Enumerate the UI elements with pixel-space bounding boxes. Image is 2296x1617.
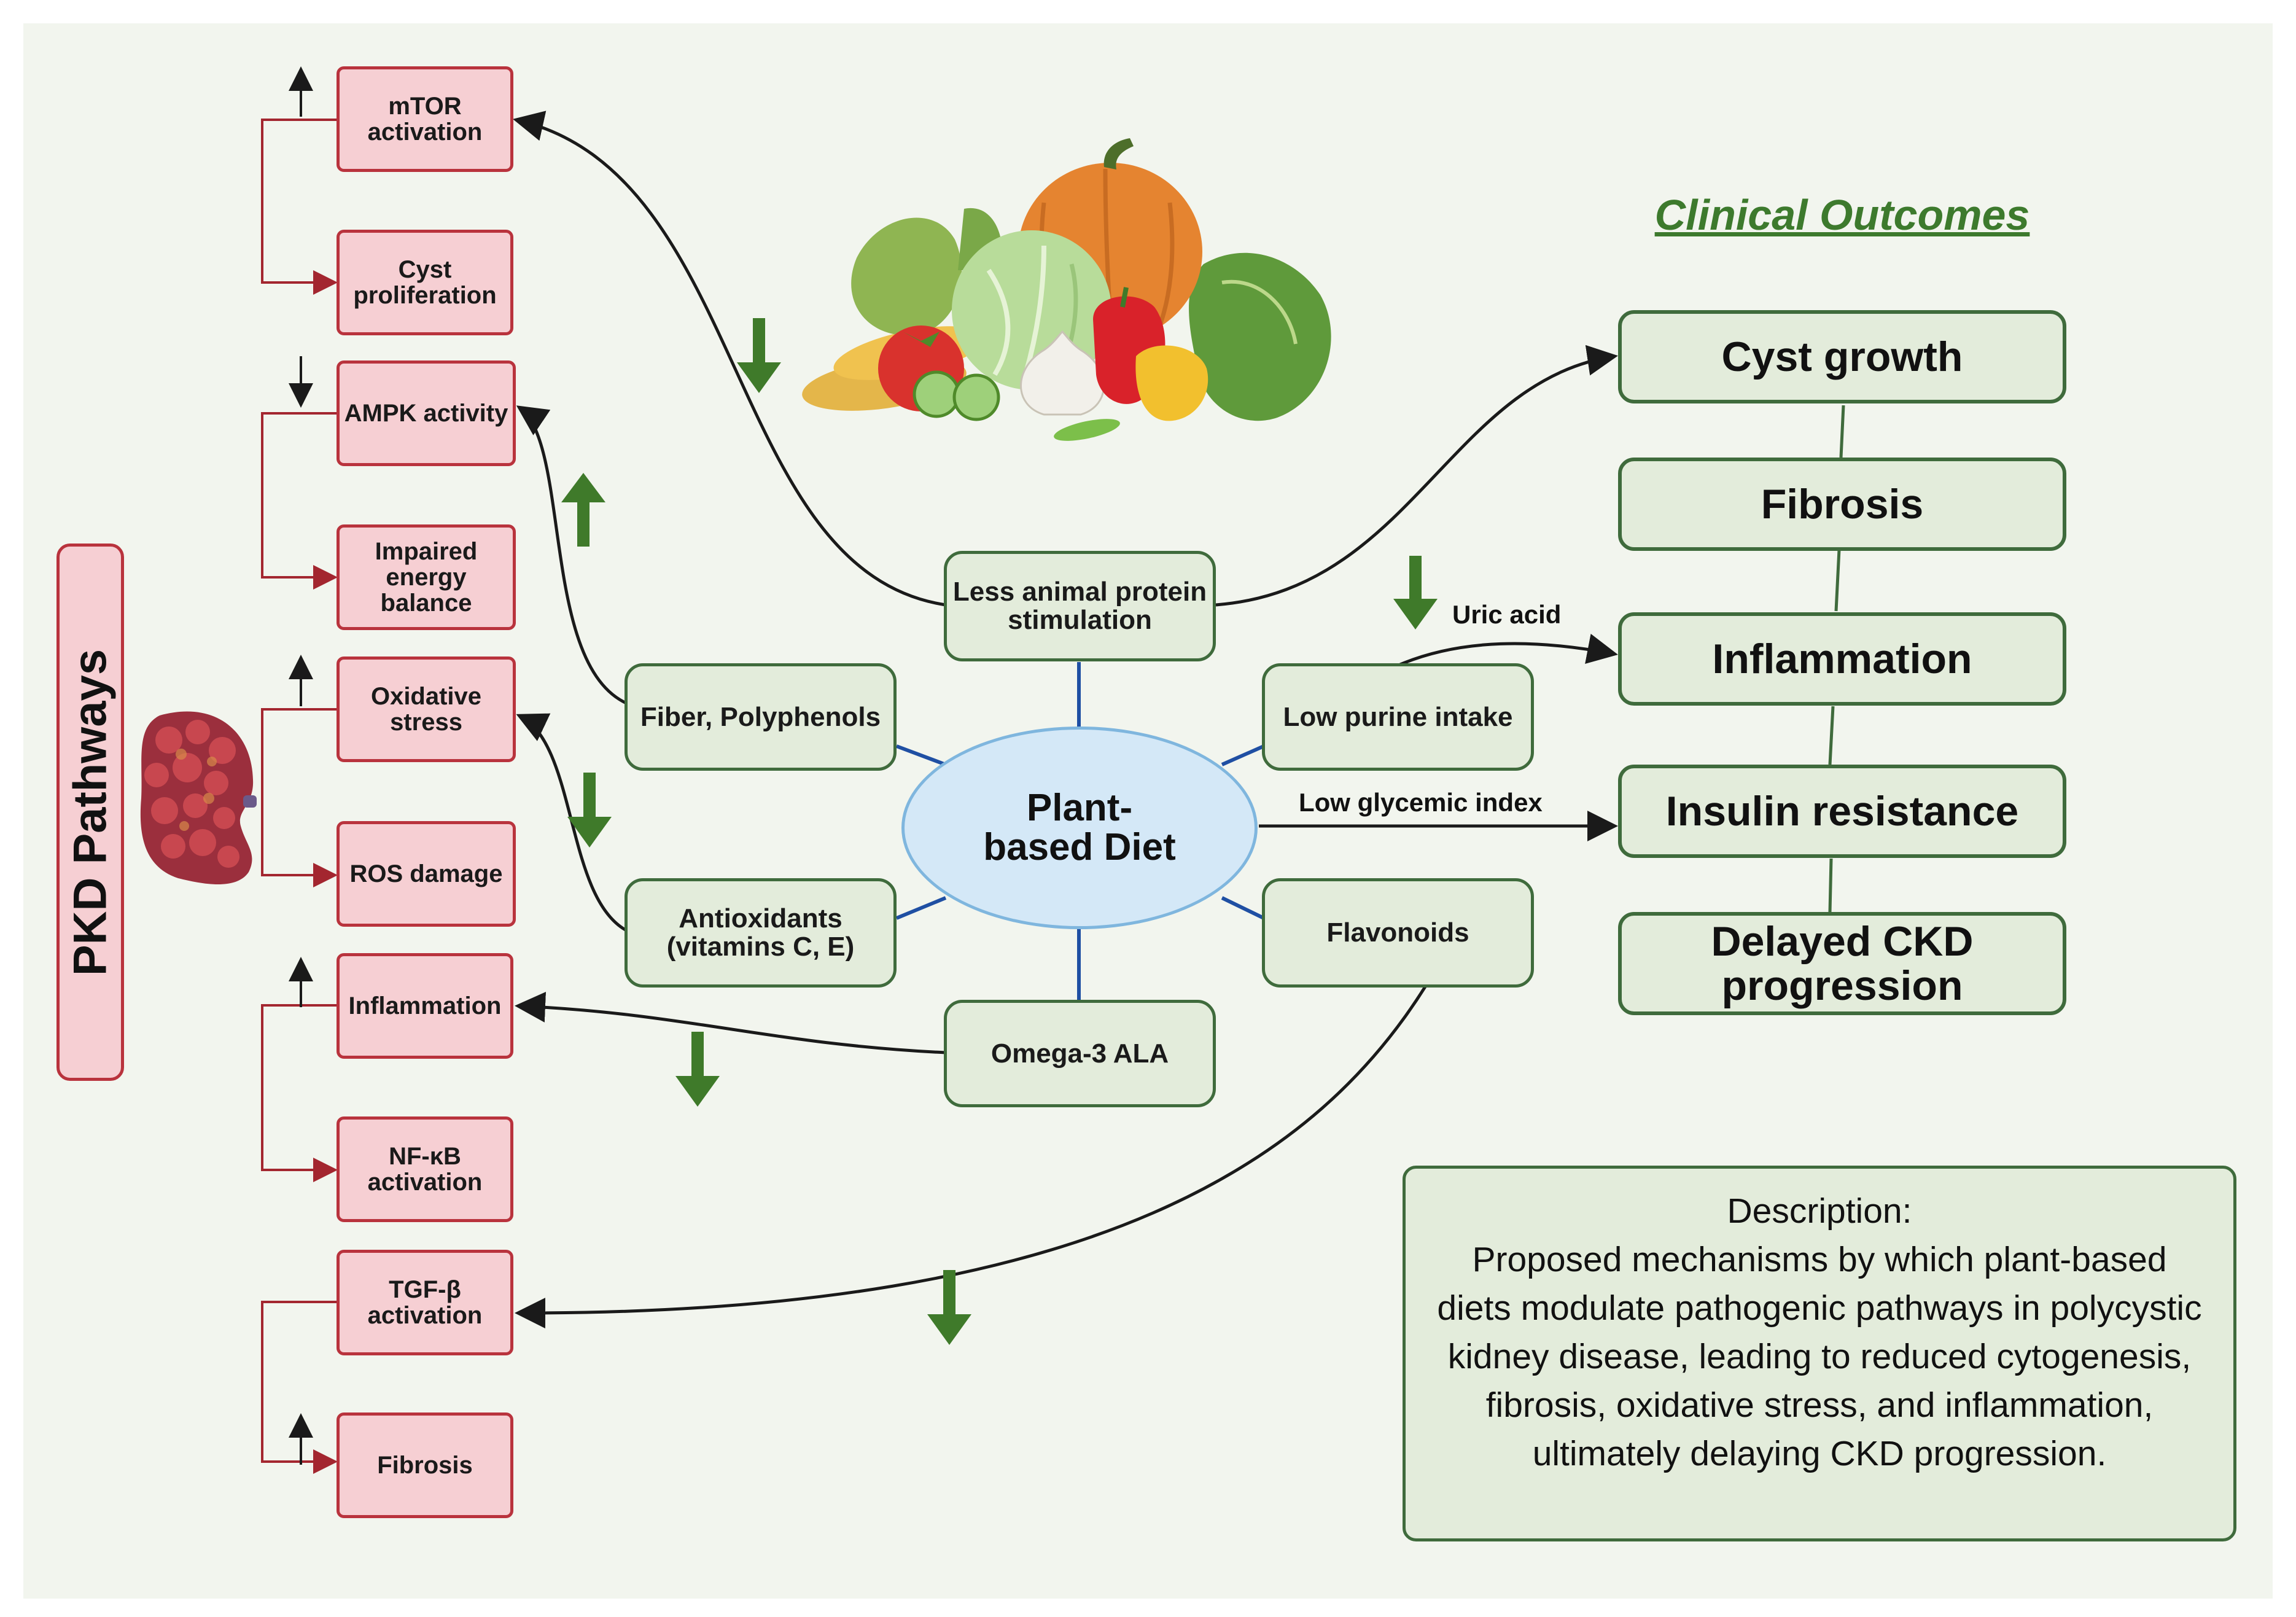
outcome-delayed-ckd-progression: Delayed CKD progression: [1618, 912, 2066, 1015]
bracket-mtor-cyst: [261, 119, 338, 295]
bracket-inflammation-nfkb: [261, 1004, 338, 1182]
pathway-ampk-activity: AMPK activity: [337, 360, 516, 466]
outcome-fibrosis: Fibrosis: [1618, 458, 2066, 551]
diet-less-animal-protein: Less animal protein stimulation: [944, 551, 1216, 661]
link-flavonoid-tgfb: [515, 984, 1428, 1329]
label-low-glycemic-index: Low glycemic index: [1299, 788, 1543, 817]
plant-based-diet-node: Plant-based Diet: [901, 727, 1258, 929]
pathway-mtor-activation: mTOR activation: [337, 66, 513, 172]
pkd-pathways-title: PKD Pathways: [56, 544, 124, 1081]
pathway-nfkb-activation: NF-κB activation: [337, 1116, 513, 1222]
spoke-lower-right: [1221, 896, 1265, 920]
chain-inflammation-insulin: [1828, 706, 1835, 765]
chain-insulin-ckd: [1828, 858, 1833, 913]
spoke-upper-left: [895, 744, 947, 766]
link-protein-mtor: [513, 111, 946, 607]
green-down-arrow-uric-acid: [1393, 556, 1438, 629]
link-purine-inflammation: [1399, 633, 1618, 666]
link-protein-cyst-growth: [1215, 345, 1618, 607]
spoke-lower-left: [895, 896, 947, 920]
link-fiber-ampk: [516, 405, 628, 705]
pathway-impaired-energy-balance: Impaired energy balance: [337, 524, 516, 630]
clinical-outcomes-heading: Clinical Outcomes: [1654, 191, 2030, 239]
diet-antioxidants: Antioxidants (vitamins C, E): [625, 878, 897, 988]
green-up-arrow-fiber: [561, 473, 605, 547]
pkd-pathways-title-text: PKD Pathways: [64, 649, 117, 976]
vegetables-illustration: [802, 138, 1331, 441]
pathway-tgfb-activation: TGF-β activation: [337, 1250, 513, 1355]
diet-fiber-polyphenols: Fiber, Polyphenols: [625, 663, 897, 771]
green-down-arrow-flavonoids: [927, 1270, 971, 1345]
label-uric-acid: Uric acid: [1452, 600, 1562, 629]
green-down-arrow-antioxidants: [567, 773, 612, 847]
pathway-oxidative-stress: Oxidative stress: [337, 657, 516, 762]
plant-based-diet-label: Plant-based Diet: [983, 787, 1176, 868]
outcome-cyst-growth: Cyst growth: [1618, 310, 2066, 403]
outcome-insulin-resistance: Insulin resistance: [1618, 765, 2066, 858]
chain-fibrosis-inflammation: [1834, 549, 1841, 612]
kidney-illustration: [140, 711, 257, 884]
green-down-arrow-protein: [737, 318, 781, 393]
pathway-ros-damage: ROS damage: [337, 821, 516, 927]
outcome-delayed-ckd-label: Delayed CKD progression: [1711, 918, 1974, 1009]
chain-cyst-fibrosis: [1839, 405, 1845, 458]
spoke-upper-right: [1221, 744, 1265, 766]
pathway-cyst-proliferation: Cyst proliferation: [337, 230, 513, 335]
diet-low-purine-intake: Low purine intake: [1262, 663, 1534, 771]
green-down-arrow-omega: [675, 1032, 720, 1107]
outcome-inflammation: Inflammation: [1618, 612, 2066, 706]
link-omega-inflammation: [515, 991, 946, 1054]
pathway-fibrosis: Fibrosis: [337, 1412, 513, 1518]
bracket-oxidative-ros: [261, 708, 338, 887]
bracket-tgfb-fibrosis: [261, 1301, 338, 1474]
description-box: Description: Proposed mechanisms by whic…: [1403, 1166, 2236, 1541]
diet-flavonoids: Flavonoids: [1262, 878, 1534, 988]
description-heading: Description:: [1727, 1191, 1912, 1231]
diet-omega-3-ala: Omega-3 ALA: [944, 1000, 1216, 1107]
description-body: Proposed mechanisms by which plant-based…: [1437, 1240, 2202, 1473]
pathway-inflammation: Inflammation: [337, 953, 513, 1059]
bracket-ampk-energy: [261, 412, 338, 590]
